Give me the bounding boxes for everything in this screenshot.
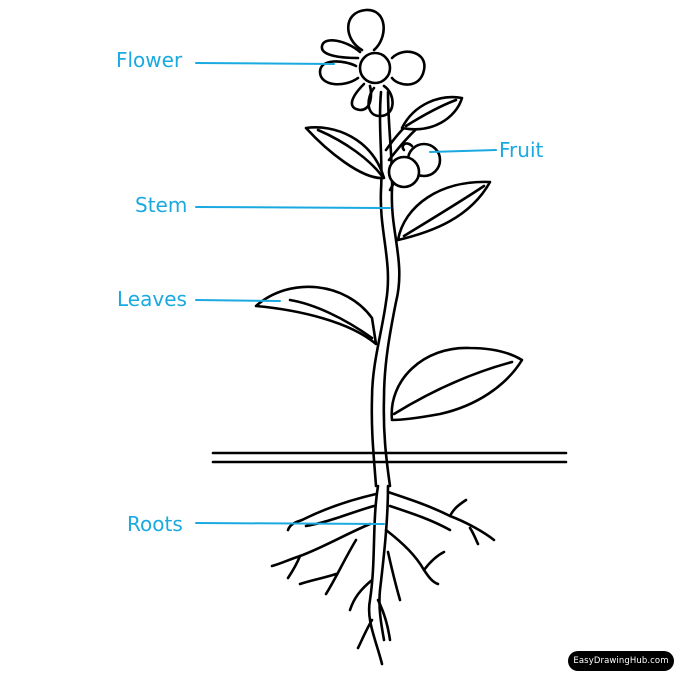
watermark-badge: EasyDrawingHub.com (568, 651, 674, 671)
label-stem: Stem (135, 193, 188, 217)
label-flower: Flower (116, 48, 183, 72)
leaf-middle-right (396, 180, 492, 242)
watermark-text: EasyDrawingHub.com (573, 656, 669, 666)
label-leaves: Leaves (117, 287, 187, 311)
leader-line-flower (195, 62, 335, 65)
leaf-upper-right (400, 95, 464, 131)
leader-line-roots (195, 522, 385, 525)
leader-line-stem (195, 206, 391, 209)
label-fruit: Fruit (499, 138, 544, 162)
flower (318, 8, 426, 118)
fruit (387, 142, 442, 189)
leaf-lower-right (390, 346, 524, 422)
leader-lines (195, 62, 497, 525)
label-roots: Roots (127, 512, 183, 536)
leaf-left (254, 285, 378, 346)
roots (270, 484, 496, 666)
leader-line-leaves (195, 299, 281, 302)
ground-line (211, 451, 568, 464)
leader-line-fruit (429, 149, 497, 153)
leaf-upper-left (304, 126, 386, 180)
